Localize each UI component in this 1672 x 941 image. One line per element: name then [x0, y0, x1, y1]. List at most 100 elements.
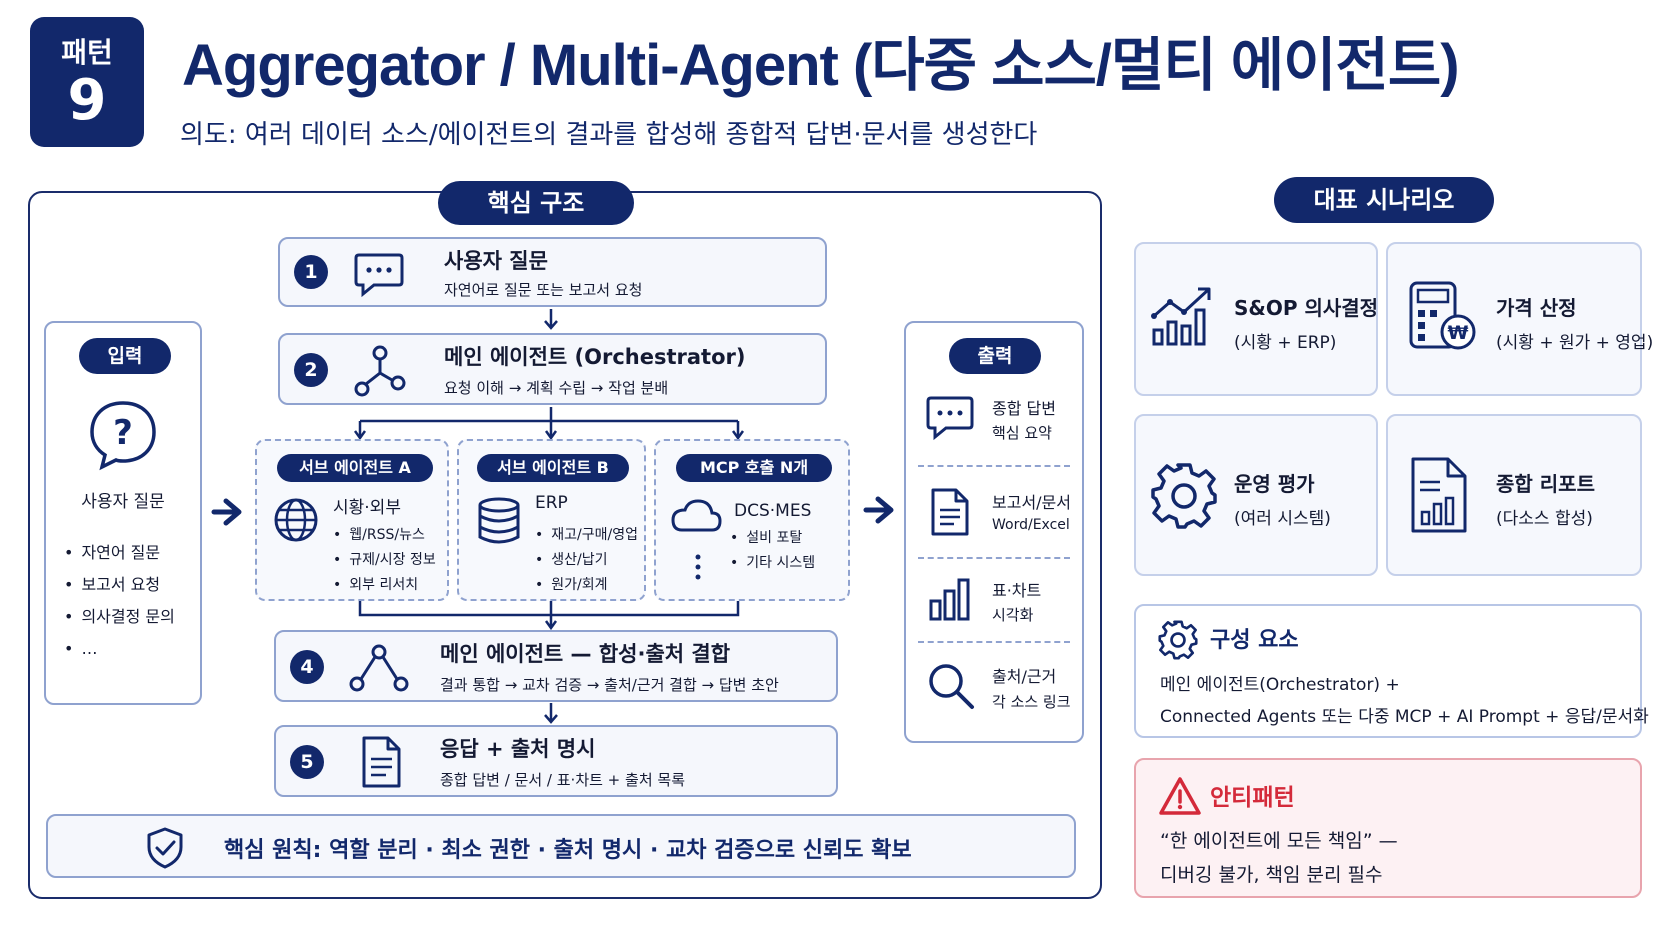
input-list: 자연어 질문 보고서 요청 의사결정 문의 …	[64, 537, 175, 665]
output-title: 표·차트	[992, 581, 1042, 600]
arrow-down-icon	[544, 309, 558, 330]
step-number: 4	[290, 650, 324, 684]
subagent-item: 생산/납기	[535, 548, 638, 573]
step-1-box: 1 사용자 질문 자연어로 질문 또는 보고서 요청	[278, 237, 827, 307]
scenarios-label: 대표 시나리오	[1274, 177, 1494, 223]
scenario-desc: (다소스 합성)	[1496, 509, 1593, 529]
subagent-list: 재고/구매/영업 생산/납기 원가/회계	[535, 523, 638, 598]
document-icon	[362, 736, 401, 788]
subagent-item: 원가/회계	[535, 573, 638, 598]
antipattern-card: 안티패턴 “한 에이전트에 모든 책임” — 디버깅 불가, 책임 분리 필수	[1134, 758, 1642, 898]
step-desc: 요청 이해 → 계획 수립 → 작업 분배	[444, 379, 669, 397]
components-line: Connected Agents 또는 다중 MCP + AI Prompt +…	[1160, 707, 1649, 727]
page-title: Aggregator / Multi-Agent (다중 소스/멀티 에이전트)	[182, 33, 1460, 98]
shield-check-icon	[147, 827, 183, 869]
step-desc: 결과 통합 → 교차 검증 → 출처/근거 결합 → 답변 초안	[440, 676, 779, 694]
subagent-item: 규제/시장 정보	[333, 548, 435, 573]
core-structure-label: 핵심 구조	[438, 181, 634, 225]
pattern-badge: 패턴 9	[30, 17, 144, 147]
scenario-card: S&OP 의사결정 (시황 + ERP)	[1134, 242, 1378, 396]
scenario-title: 가격 산정	[1496, 296, 1577, 320]
arrow-right-icon	[211, 498, 242, 526]
growth-chart-icon	[1151, 287, 1211, 346]
subagent-item: 재고/구매/영업	[535, 523, 638, 548]
scenario-desc: (여러 시스템)	[1234, 509, 1331, 529]
network-nodes-icon	[354, 345, 406, 397]
step-number: 5	[290, 745, 324, 779]
gear-icon	[1158, 620, 1198, 660]
pattern-label: 패턴	[61, 36, 113, 69]
svg-text:?: ?	[113, 413, 133, 453]
step-number: 1	[294, 255, 328, 289]
output-desc: Word/Excel	[992, 517, 1070, 533]
chat-bubble-icon	[354, 253, 404, 298]
input-title: 사용자 질문	[81, 492, 165, 512]
subagent-item: 외부 리서치	[333, 573, 436, 598]
principle-text: 핵심 원칙: 역할 분리 · 최소 권한 · 출처 명시 · 교차 검증으로 신…	[224, 838, 912, 863]
scenario-title: 종합 리포트	[1496, 472, 1595, 496]
input-item: 보고서 요청	[64, 569, 175, 601]
scenario-card: 운영 평가 (여러 시스템)	[1134, 414, 1378, 576]
divider	[918, 465, 1070, 467]
scenario-card: 종합 리포트 (다소스 합성)	[1386, 414, 1642, 576]
database-icon	[478, 497, 520, 544]
scenario-title: S&OP 의사결정	[1234, 296, 1379, 320]
merge-nodes-icon	[349, 644, 409, 692]
mcp-box: MCP 호출 N개 DCS·MES 설비 포탈 기타 시스템	[654, 439, 850, 601]
document-icon	[931, 488, 969, 536]
step-4-box: 4 메인 에이전트 — 합성·출처 결합 결과 통합 → 교차 검증 → 출처/…	[274, 630, 838, 702]
antipattern-line: “한 에이전트에 모든 책임” —	[1160, 830, 1398, 852]
components-title: 구성 요소	[1210, 628, 1299, 653]
arrow-down-icon	[544, 703, 558, 724]
fan-out-connector	[353, 407, 745, 441]
calculator-icon: ₩	[1409, 281, 1476, 350]
subagent-list: 설비 포탈 기타 시스템	[730, 526, 815, 576]
output-title: 종합 답변	[992, 399, 1056, 418]
subagent-title: 시황·외부	[333, 498, 401, 518]
scenario-title: 운영 평가	[1234, 472, 1315, 496]
input-item: 의사결정 문의	[64, 601, 174, 633]
scenario-card: ₩ 가격 산정 (시황 + 원가 + 영업)	[1386, 242, 1653, 396]
fan-in-connector	[358, 601, 740, 631]
subagent-item: 설비 포탈	[730, 526, 815, 551]
subagent-a-box: 서브 에이전트 A 시황·외부 웹/RSS/뉴스 규제/시장 정보 외부 리서치	[255, 439, 449, 601]
output-label: 출력	[949, 338, 1041, 374]
globe-icon	[274, 498, 318, 542]
step-5-box: 5 응답 + 출처 명시 종합 답변 / 문서 / 표·차트 + 출처 목록	[274, 725, 838, 797]
subagent-item: 웹/RSS/뉴스	[333, 523, 436, 548]
subagent-title: ERP	[535, 493, 568, 513]
arrow-right-icon	[863, 496, 894, 524]
step-desc: 자연어로 질문 또는 보고서 요청	[444, 281, 643, 299]
input-item: 자연어 질문	[64, 537, 175, 569]
pattern-number: 9	[67, 68, 107, 133]
step-desc: 종합 답변 / 문서 / 표·차트 + 출처 목록	[440, 771, 685, 789]
subagent-label: MCP 호출 N개	[676, 454, 832, 482]
magnifier-icon	[929, 664, 974, 709]
subagent-list: 웹/RSS/뉴스 규제/시장 정보 외부 리서치	[333, 523, 436, 598]
divider	[918, 641, 1070, 643]
output-title: 출처/근거	[992, 667, 1057, 686]
svg-text:₩: ₩	[1448, 322, 1469, 344]
scenario-desc: (시황 + 원가 + 영업)	[1496, 333, 1654, 353]
input-item: …	[64, 633, 175, 665]
warning-icon	[1159, 777, 1201, 815]
output-desc: 각 소스 링크	[992, 693, 1071, 711]
step-title: 사용자 질문	[444, 249, 548, 273]
cloud-icon	[671, 499, 722, 532]
output-box: 출력 종합 답변 핵심 요약 보고서/문서 Word/Excel 표·차트 시각…	[904, 321, 1084, 743]
step-number: 2	[294, 353, 328, 387]
more-dots-icon	[695, 554, 701, 580]
step-title: 메인 에이전트 — 합성·출처 결합	[440, 642, 731, 666]
subagent-item: 기타 시스템	[730, 551, 815, 576]
output-desc: 핵심 요약	[992, 424, 1052, 442]
subagent-label: 서브 에이전트 A	[277, 454, 433, 482]
input-label: 입력	[79, 338, 171, 374]
divider	[918, 557, 1070, 559]
report-icon	[1411, 457, 1467, 533]
components-line: 메인 에이전트(Orchestrator) +	[1160, 675, 1400, 695]
components-card: 구성 요소 메인 에이전트(Orchestrator) + Connected …	[1134, 604, 1649, 738]
step-title: 응답 + 출처 명시	[440, 737, 596, 761]
antipattern-title: 안티패턴	[1210, 785, 1295, 811]
input-box: 입력 ? 사용자 질문 자연어 질문 보고서 요청 의사결정 문의 …	[44, 321, 202, 705]
scenario-desc: (시황 + ERP)	[1234, 333, 1337, 353]
